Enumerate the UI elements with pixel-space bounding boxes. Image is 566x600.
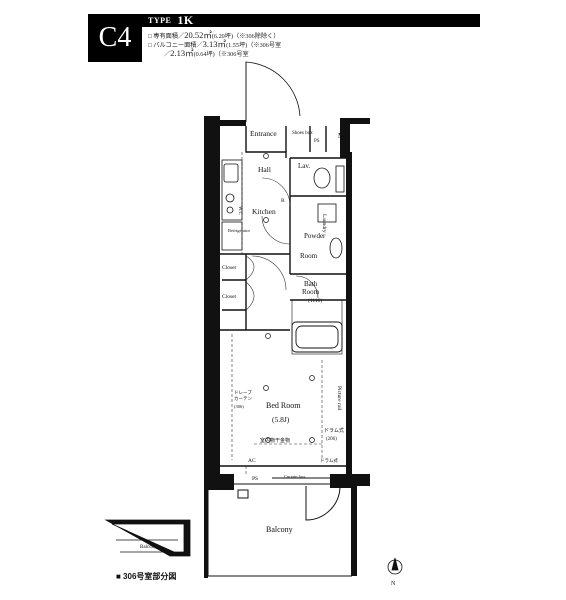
lav-fixtures — [313, 165, 345, 259]
compass-label: N — [391, 581, 396, 587]
label-ps-top: PS — [314, 139, 320, 144]
label-hall: Hall — [258, 165, 271, 174]
label-lav: Lav. — [298, 162, 310, 170]
label-bath-room-1: Bath — [304, 280, 318, 288]
compass-icon — [387, 557, 403, 575]
label-powder-room-1: Powder — [304, 232, 326, 240]
kitchen-fixtures — [221, 159, 243, 251]
washbasin-icon — [329, 237, 343, 259]
closet-doors — [245, 177, 319, 311]
label-wc: W.C — [237, 206, 242, 216]
type-value: 1K — [177, 13, 194, 27]
label-shoes-box: Shoes box — [292, 131, 313, 136]
balcony-area — [207, 477, 352, 577]
label-closet-2: Closet — [222, 294, 237, 300]
spec-line-balcony-2: ／2.13㎡(0.64坪)（※306号室 — [164, 48, 249, 58]
spec-line-area: □ 専有面積／20.52㎡(6.20坪)（※306除除く） — [148, 30, 280, 40]
label-drape-right-2: (206) — [326, 437, 337, 442]
walls — [204, 116, 370, 578]
label-refrigerator: Refrigerator — [228, 228, 250, 233]
label-bed-size: (5.8J) — [272, 415, 290, 424]
label-entrance: Entrance — [250, 129, 277, 138]
inset-balcony-diagram — [104, 519, 191, 557]
label-drape-left-1: ドレープ — [234, 390, 252, 396]
toilet-icon — [313, 167, 331, 189]
sink-icon — [223, 163, 239, 183]
label-laundry: Laundry — [321, 214, 327, 233]
unit-type-label: TYPE 1K — [148, 13, 194, 27]
label-drape-right-1: ドラム式 — [324, 427, 344, 434]
ceiling-light-icons — [263, 153, 315, 443]
label-bath-room-3: (1116) — [308, 297, 322, 304]
label-bed-room: Bed Room — [266, 401, 301, 410]
type-prefix: TYPE — [148, 16, 172, 25]
label-drape-left-2: カーテン — [234, 396, 252, 402]
balcony-outlet-icon — [237, 489, 249, 499]
stove-icon — [225, 193, 235, 203]
partitions — [220, 126, 346, 467]
label-mb: MB — [338, 132, 349, 140]
bath-fixtures — [291, 299, 343, 355]
label-balcony: Balcony — [266, 525, 293, 534]
refrigerator-icon — [221, 221, 243, 251]
label-r: R — [281, 198, 285, 204]
label-inset-balcony: Balcony — [140, 545, 157, 550]
label-indoor-dryer: 室内物干金物 — [260, 437, 290, 444]
entrance-door-swing — [245, 61, 301, 122]
label-closet-1: Closet — [222, 265, 237, 271]
label-curtain-box: Curtain box — [284, 474, 306, 479]
label-picture-rail: Picture rail — [336, 386, 342, 411]
label-bath-room-2: Room — [302, 288, 320, 296]
label-ac: AC — [248, 458, 256, 464]
spec-line-balcony: □ バルコニー面積／3.13㎡(1.55坪)（※306号室 — [148, 39, 282, 49]
label-drape-bottom: ドラム式 — [320, 457, 338, 464]
washer-icon — [317, 203, 337, 223]
unit-code-badge: C4 — [88, 14, 142, 62]
label-ps-bottom: PS — [252, 476, 258, 482]
label-kitchen: Kitchen — [252, 207, 276, 216]
label-powder-room-2: Room — [300, 252, 318, 260]
label-drape-left-3: (306) — [234, 404, 244, 409]
caption: ■ 306号室部分図 — [116, 572, 177, 581]
header-bar — [142, 14, 480, 27]
